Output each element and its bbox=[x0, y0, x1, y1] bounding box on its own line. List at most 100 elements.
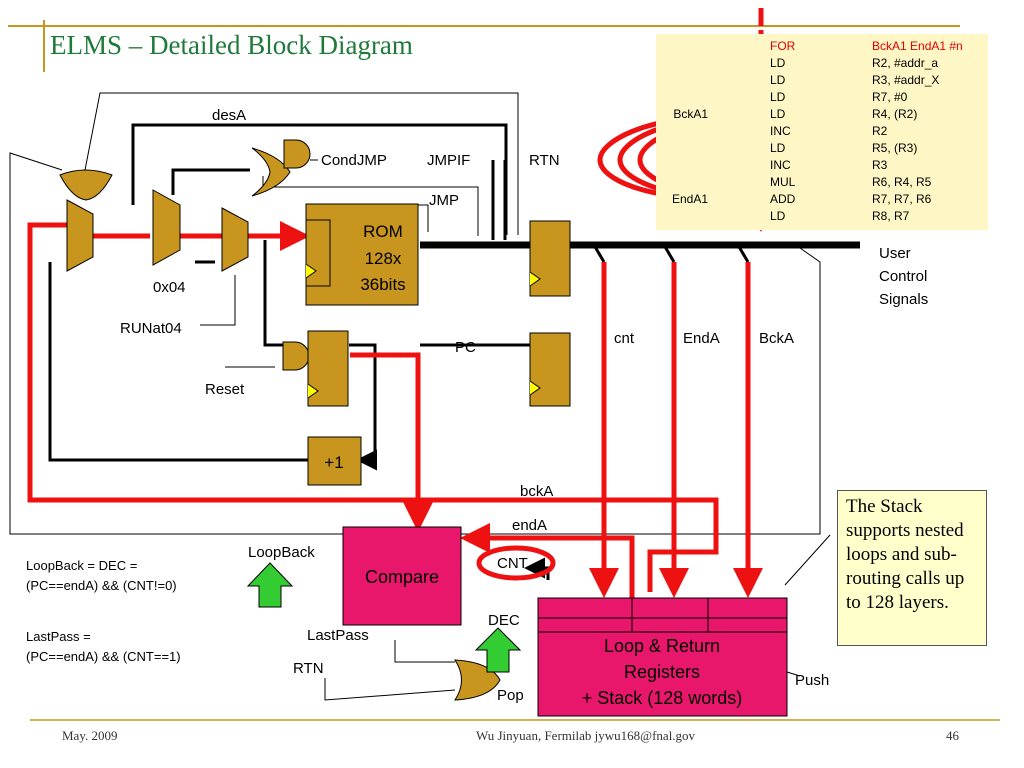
green-arrows bbox=[246, 562, 522, 673]
code-op: LD bbox=[770, 90, 786, 104]
red-wires bbox=[27, 8, 764, 600]
code-arg: R6, R4, R5 bbox=[872, 175, 932, 189]
mux-jump bbox=[152, 189, 181, 266]
code-op: LD bbox=[770, 73, 786, 87]
pc-output-register bbox=[529, 332, 571, 407]
bus-taps bbox=[592, 244, 750, 263]
label-runat04: RUNat04 bbox=[120, 320, 182, 337]
rom-line1: ROM bbox=[363, 222, 403, 241]
label-cnt: cnt bbox=[614, 330, 635, 347]
code-op: INC bbox=[770, 158, 791, 172]
label-dec: DEC bbox=[488, 612, 520, 629]
label-condjmp: CondJMP bbox=[321, 152, 387, 169]
code-arg: BckA1 EndA1 #n bbox=[872, 39, 963, 53]
code-arg: R8, R7 bbox=[872, 209, 910, 223]
code-label bbox=[656, 208, 708, 225]
code-label: BckA1 bbox=[673, 107, 708, 121]
label-rtn-bottom: RTN bbox=[293, 660, 324, 677]
label-bckA: bckA bbox=[520, 483, 553, 500]
code-arg: R2 bbox=[872, 124, 888, 138]
code-label bbox=[656, 38, 708, 55]
code-op: INC bbox=[770, 124, 791, 138]
and-gate-reset bbox=[282, 341, 310, 371]
label-rtn-top: RTN bbox=[529, 152, 560, 169]
label-endA: endA bbox=[512, 517, 547, 534]
compare-label: Compare bbox=[365, 567, 439, 587]
pc-register bbox=[307, 330, 349, 407]
cnt-highlight-ring bbox=[476, 545, 556, 581]
footer-author: Wu Jinyuan, Fermilab jywu168@fnal.gov bbox=[476, 728, 696, 743]
label-enda-bus: EndA bbox=[683, 330, 720, 347]
code-label bbox=[656, 157, 708, 174]
code-arg: R5, (R3) bbox=[872, 141, 918, 155]
registers-line3: + Stack (128 words) bbox=[582, 688, 743, 708]
code-op: LD bbox=[770, 56, 786, 70]
incrementer-block bbox=[307, 436, 362, 486]
code-label bbox=[656, 123, 708, 140]
registers-block bbox=[537, 597, 788, 717]
mux-runat04 bbox=[221, 207, 249, 272]
label-control: Control bbox=[879, 268, 927, 285]
label-loopback: LoopBack bbox=[248, 544, 315, 561]
label-push: Push bbox=[795, 672, 829, 689]
or-gate-jump bbox=[251, 147, 291, 197]
code-arg: R3 bbox=[872, 158, 888, 172]
label-jmp: JMP bbox=[429, 192, 459, 209]
code-label bbox=[656, 140, 708, 157]
or-gate-loop bbox=[59, 169, 113, 201]
label-reset: Reset bbox=[205, 381, 245, 398]
label-0x04: 0x04 bbox=[153, 279, 186, 296]
code-op: LD bbox=[770, 141, 786, 155]
code-op: FOR bbox=[770, 39, 796, 53]
code-arg: R7, #0 bbox=[872, 90, 908, 104]
code-arg: R3, #addr_X bbox=[872, 73, 940, 87]
label-lastpass: LastPass bbox=[307, 627, 369, 644]
footer-page: 46 bbox=[946, 728, 959, 743]
code-op: LD bbox=[770, 209, 786, 223]
label-jmpif: JMPIF bbox=[427, 152, 470, 169]
label-cnt-reg: CNT bbox=[497, 555, 528, 572]
slide-frame bbox=[8, 20, 1000, 721]
code-label bbox=[656, 174, 708, 191]
code-arg: R7, R7, R6 bbox=[872, 192, 932, 206]
label-pc: PC bbox=[455, 339, 476, 356]
increment-label: +1 bbox=[324, 453, 343, 472]
label-bcka-bus: BckA bbox=[759, 330, 794, 347]
and-gate-condjmp bbox=[283, 139, 311, 169]
code-label bbox=[656, 89, 708, 106]
rom-block bbox=[305, 203, 419, 306]
multiplexers bbox=[66, 189, 249, 272]
code-op: MUL bbox=[770, 175, 796, 189]
slide-title: ELMS – Detailed Block Diagram bbox=[50, 30, 413, 60]
mux-loopback bbox=[66, 199, 94, 272]
dec-arrow-icon bbox=[474, 627, 522, 673]
eq-loopback-line1: LoopBack = DEC = bbox=[26, 558, 137, 573]
code-op: ADD bbox=[770, 192, 796, 206]
code-arg: R2, #addr_a bbox=[872, 56, 939, 70]
code-label bbox=[656, 55, 708, 72]
label-pop: Pop bbox=[497, 687, 524, 704]
label-user: User bbox=[879, 245, 911, 262]
rom-line2: 128x bbox=[365, 249, 402, 268]
eq-lastpass-line1: LastPass = bbox=[26, 629, 91, 644]
stack-note: The Stack supports nested loops and sub-… bbox=[837, 490, 987, 646]
thick-wires bbox=[48, 123, 550, 580]
code-label: EndA1 bbox=[671, 192, 708, 206]
eq-loopback-line2: (PC==endA) && (CNT!=0) bbox=[26, 578, 177, 593]
footer-date: May. 2009 bbox=[62, 728, 118, 743]
compare-block bbox=[342, 526, 462, 626]
code-label bbox=[656, 72, 708, 89]
rom-line3: 36bits bbox=[360, 275, 405, 294]
code-arg: R4, (R2) bbox=[872, 107, 918, 121]
label-signals: Signals bbox=[879, 291, 928, 308]
output-register bbox=[529, 220, 571, 297]
eq-lastpass-line2: (PC==endA) && (CNT==1) bbox=[26, 649, 181, 664]
registers-line2: Registers bbox=[624, 662, 700, 682]
code-op: LD bbox=[770, 107, 786, 121]
registers-line1: Loop & Return bbox=[604, 636, 720, 656]
label-desA: desA bbox=[212, 107, 246, 124]
and-gates bbox=[282, 139, 311, 371]
loopback-arrow-icon bbox=[246, 562, 294, 608]
